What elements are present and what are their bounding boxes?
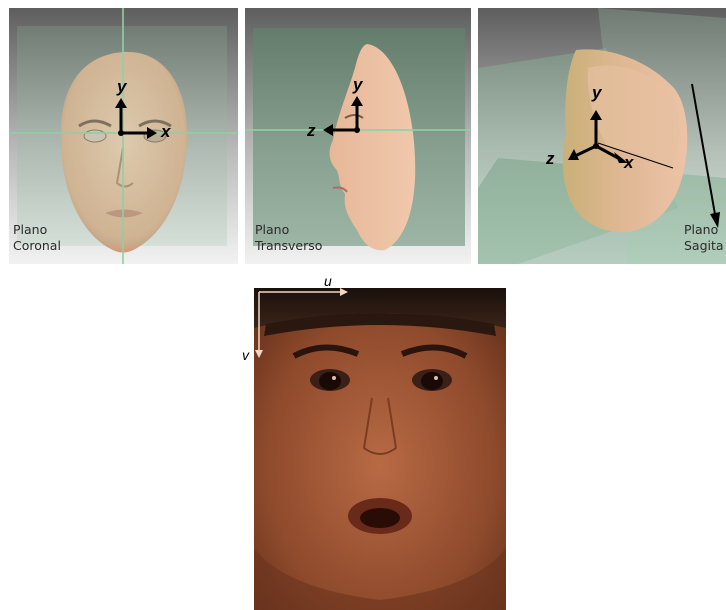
- face-photo-panel: [254, 288, 506, 610]
- x-axis-label: x: [624, 154, 633, 171]
- face-photo: [254, 288, 506, 610]
- plane-label: Plano Transverso: [255, 222, 322, 254]
- transverse-plane-panel: y z Plano Transverso: [245, 8, 471, 264]
- y-axis-label: y: [592, 84, 601, 101]
- x-axis-label: x: [161, 123, 170, 140]
- z-axis-label: z: [546, 150, 555, 167]
- y-axis-label: y: [353, 76, 362, 93]
- plane-label: Plano Sagita: [684, 222, 724, 254]
- z-axis-label: z: [307, 122, 316, 139]
- v-axis-label: v: [242, 348, 249, 362]
- sagittal-plane-panel: y z x Plano Sagita: [478, 8, 726, 264]
- plane-label: Plano Coronal: [13, 222, 61, 254]
- coronal-plane-panel: y x Plano Coronal: [9, 8, 238, 264]
- u-axis-label: u: [324, 274, 332, 288]
- y-axis-label: y: [117, 78, 126, 95]
